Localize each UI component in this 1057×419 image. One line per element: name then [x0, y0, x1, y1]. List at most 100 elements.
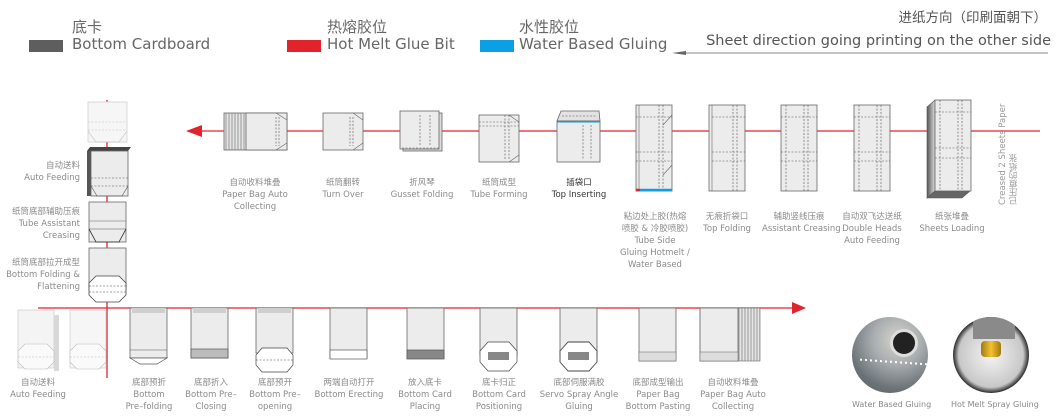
caption-left-bottom-flattening: 纸筒底部拉开成型 Bottom Folding & Flattening — [6, 257, 80, 293]
bag-bottom-preclosing — [190, 307, 229, 359]
caption-en: Closing — [195, 402, 227, 412]
caption-zh: 自动双飞达送纸 — [842, 212, 902, 222]
caption-servo-spray-gluing: 底部伺服满胶 Servo Spray Angle Gluing — [538, 377, 620, 413]
caption-en: Assistant Creasing — [762, 224, 841, 234]
caption-zh: 底部折入 — [193, 378, 228, 388]
caption-zh: 两端自动打开 — [323, 378, 375, 388]
caption-en: Placing — [409, 402, 441, 412]
caption-left-tube-creasing: 纸筒底部辅助压痕 Tube Assistant Creasing — [12, 206, 80, 242]
bag-bottom-pasting — [638, 307, 677, 362]
legend-water-based-zh: 水性胶位 — [519, 18, 580, 36]
sheet-stack-loading — [926, 99, 972, 199]
caption-zh: 自动收料堆叠 — [707, 378, 759, 388]
caption-en: Gluing Hotmelt / — [620, 248, 690, 258]
bag-left-bottom-flattening — [88, 247, 127, 303]
caption-en: Bottom Card — [398, 390, 452, 400]
caption-top-folding: 无痕折袋口 Top Folding — [698, 211, 756, 235]
caption-en: Bottom — [133, 390, 165, 400]
caption-zh: 底部预折 — [131, 378, 166, 388]
caption-bottom-collecting: 自动收料堆叠 Paper Bag Auto Collecting — [696, 377, 770, 413]
caption-en: Bottom Erecting — [314, 390, 384, 400]
bag-bottom-card-placing — [406, 307, 445, 360]
caption-en: Sheets Loading — [919, 224, 985, 234]
caption-bottom-auto-feeding: 自动送料 Auto Feeding — [8, 377, 68, 401]
legend-water-based-en: Water Based Gluing — [519, 35, 668, 53]
caption-en: Auto Feeding — [844, 236, 900, 246]
side-label-zh: 已压痕的纸张 — [1009, 154, 1019, 205]
bag-bottom-card-positioning — [479, 307, 518, 372]
photo-caption-water-based: Water Based Gluing — [852, 400, 932, 409]
legend-hot-melt-zh: 热熔胶位 — [327, 18, 388, 36]
caption-zh: 喷胶 & 冷胶喷胶) — [621, 224, 689, 234]
caption-en: Top Inserting — [551, 190, 607, 200]
caption-tube-side-gluing: 粘边处上胶(热熔 喷胶 & 冷胶喷胶) Tube Side Gluing Hot… — [618, 211, 692, 271]
caption-en: Bottom Pasting — [625, 402, 691, 412]
bottom-flow-arrowhead — [792, 302, 806, 314]
caption-en: Servo Spray Angle — [539, 390, 619, 400]
bag-bottom-collecting-stack — [699, 307, 761, 362]
caption-en: Tube Forming — [470, 190, 528, 200]
photo-hot-melt-spray-gluing — [953, 317, 1029, 393]
caption-left-auto-feeding: 自动送料 Auto Feeding — [24, 160, 80, 184]
caption-zh: 纸筒底部拉开成型 — [11, 258, 80, 268]
bag-turn-over — [322, 112, 364, 151]
caption-en: Turn Over — [322, 190, 364, 200]
caption-zh: 辅助竖线压痕 — [773, 212, 825, 222]
sheet-assistant-creasing — [780, 104, 818, 192]
bag-bottom-prefolding — [128, 307, 169, 365]
legend-hot-melt-en: Hot Melt Glue Bit — [327, 35, 455, 53]
sheet-tube-side-gluing — [635, 104, 673, 192]
caption-en: Collecting — [233, 202, 277, 212]
sheet-top-folding — [708, 104, 746, 192]
caption-gusset-folding: 折风琴 Gusset Folding — [386, 177, 458, 201]
caption-bottom-card-positioning: 底卡归正 Bottom Card Positioning — [466, 377, 532, 413]
caption-zh: 纸张堆叠 — [934, 212, 969, 222]
caption-en: Positioning — [475, 402, 523, 412]
caption-en: opening — [257, 402, 293, 412]
caption-en: Double Heads — [842, 224, 902, 234]
caption-en: Gluing — [565, 402, 593, 412]
caption-en: Paper Bag Auto — [222, 190, 288, 200]
caption-zh: 自动送料 — [45, 161, 80, 171]
caption-zh: 纸筒成型 — [481, 178, 516, 188]
caption-double-heads-feeding: 自动双飞达送纸 Double Heads Auto Feeding — [837, 211, 907, 247]
bag-bottom-erecting — [329, 307, 368, 360]
side-label-en: Creased 2 Sheets Paper — [998, 103, 1008, 205]
bag-bottom-servo-gluing — [559, 307, 598, 372]
bag-left-tube-creasing — [88, 201, 127, 243]
caption-zh: 自动送料 — [20, 378, 55, 388]
caption-paper-bag-auto-collecting: 自动收料堆叠 Paper Bag Auto Collecting — [218, 177, 292, 213]
caption-en: Auto Feeding — [10, 390, 66, 400]
caption-bottom-preopening: 底部预开 Bottom Pre– opening — [244, 377, 306, 413]
caption-bottom-prefolding: 底部预折 Bottom Pre–folding — [118, 377, 180, 413]
bag-left-ghost — [87, 101, 128, 143]
bag-tube-forming — [478, 114, 520, 163]
caption-en: Gusset Folding — [390, 190, 454, 200]
legend-swatch-bottom-cardboard — [29, 40, 63, 52]
top-flow-arrowhead — [186, 125, 202, 137]
caption-en: Creasing — [42, 231, 80, 241]
caption-zh: 纸筒翻转 — [325, 178, 360, 188]
caption-en: Tube Side — [634, 236, 676, 246]
bag-bottom-feeding-stack — [17, 309, 107, 371]
caption-zh: 粘边处上胶(热熔 — [623, 212, 687, 222]
caption-en: Tube Assistant — [18, 219, 80, 229]
caption-sheets-loading: 纸张堆叠 Sheets Loading — [917, 211, 987, 235]
caption-zh: 插袋口 — [566, 178, 592, 188]
legend-swatch-water-based — [480, 40, 514, 52]
caption-zh: 底部成型输出 — [632, 378, 684, 388]
caption-zh: 纸筒底部辅助压痕 — [11, 207, 80, 217]
caption-tube-forming: 纸筒成型 Tube Forming — [466, 177, 532, 201]
bag-bottom-preopening — [255, 307, 294, 373]
caption-bottom-preclosing: 底部折入 Bottom Pre– Closing — [180, 377, 242, 413]
caption-zh: 底卡归正 — [481, 378, 516, 388]
caption-zh: 无痕折袋口 — [705, 212, 749, 222]
caption-en: Water Based — [628, 260, 682, 270]
direction-label-en: Sheet direction going printing on the ot… — [706, 33, 1051, 49]
caption-en: Top Folding — [703, 224, 751, 234]
caption-en: Bottom Pre– — [249, 390, 301, 400]
caption-zh: 自动收料堆叠 — [229, 178, 281, 188]
bag-gusset-folding — [399, 110, 443, 152]
caption-zh: 底部预开 — [257, 378, 292, 388]
